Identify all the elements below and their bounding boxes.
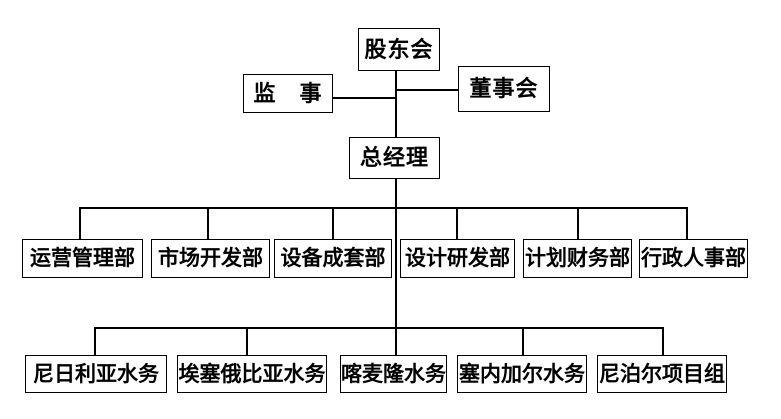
connector-shareholders-trunk: [395, 71, 397, 137]
node-unit-ethiopia-label: 埃塞俄比亚水务: [178, 362, 326, 386]
node-unit-nepal: 尼泊尔项目组: [597, 355, 727, 393]
connector-dept-bus: [79, 207, 688, 209]
node-unit-nigeria-label: 尼日利亚水务: [33, 362, 159, 386]
node-dept-market-development: 市场开发部: [151, 239, 270, 278]
node-unit-cameroon: 喀麦隆水务: [340, 355, 447, 393]
node-dept-design-rd-label: 设计研发部: [405, 247, 510, 270]
connector-dept-drop-3: [332, 207, 334, 240]
connector-unit-bus: [94, 327, 664, 329]
node-dept-market-development-label: 市场开发部: [158, 247, 263, 270]
node-shareholders-meeting-label: 股东会: [364, 36, 434, 62]
node-dept-operations-label: 运营管理部: [30, 247, 135, 270]
node-dept-operations: 运营管理部: [22, 239, 143, 278]
node-unit-cameroon-label: 喀麦隆水务: [341, 362, 446, 386]
node-board-of-directors-label: 董事会: [469, 76, 539, 101]
node-unit-ethiopia: 埃塞俄比亚水务: [177, 355, 327, 393]
node-dept-admin-hr-label: 行政人事部: [641, 247, 746, 270]
node-unit-senegal-label: 塞内加尔水务: [459, 362, 585, 386]
connector-dept-drop-6: [686, 207, 688, 240]
node-dept-equipment-label: 设备成套部: [280, 247, 386, 270]
connector-gm-trunk: [395, 179, 397, 356]
connector-unit-drop-1: [94, 327, 96, 356]
node-general-manager-label: 总经理: [359, 145, 429, 170]
node-board-of-directors: 董事会: [458, 66, 550, 112]
node-dept-planning-finance: 计划财务部: [523, 239, 632, 278]
connector-supervisor: [333, 97, 397, 99]
node-dept-design-rd: 设计研发部: [400, 239, 515, 278]
connector-board: [395, 89, 458, 91]
connector-dept-drop-4: [456, 207, 458, 240]
node-dept-equipment: 设备成套部: [274, 239, 392, 278]
node-dept-admin-hr: 行政人事部: [639, 239, 748, 278]
node-general-manager: 总经理: [349, 137, 440, 179]
node-unit-senegal: 塞内加尔水务: [457, 355, 587, 393]
node-unit-nepal-label: 尼泊尔项目组: [599, 362, 725, 386]
node-unit-nigeria: 尼日利亚水务: [25, 355, 167, 393]
node-supervisor: 监 事: [243, 74, 333, 113]
connector-unit-drop-2: [246, 327, 248, 356]
connector-dept-drop-2: [207, 207, 209, 240]
node-dept-planning-finance-label: 计划财务部: [525, 247, 630, 270]
node-supervisor-label: 监 事: [253, 80, 323, 106]
connector-dept-drop-1: [79, 207, 81, 240]
connector-unit-drop-5: [662, 327, 664, 356]
node-shareholders-meeting: 股东会: [358, 28, 440, 71]
connector-unit-drop-4: [522, 327, 524, 356]
connector-dept-drop-5: [577, 207, 579, 240]
